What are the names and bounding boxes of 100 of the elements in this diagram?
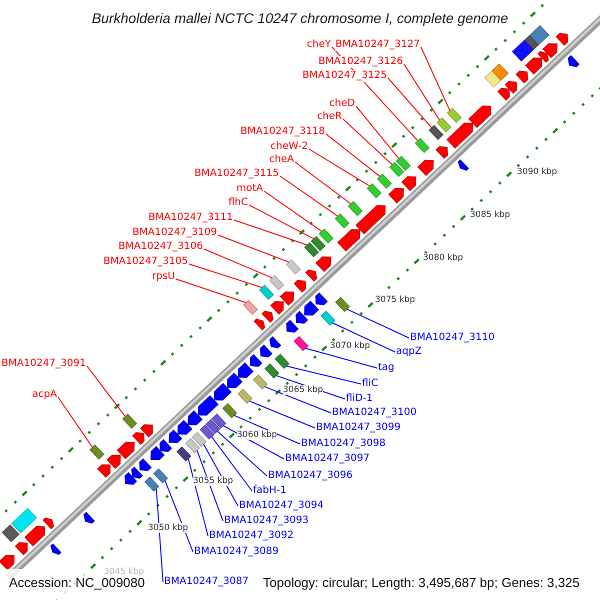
leader-line: [264, 386, 332, 414]
gene-block: [389, 162, 404, 178]
leader-line: [176, 278, 247, 304]
leader-line: [404, 64, 440, 121]
gene-label: BMA10247_3093: [224, 515, 309, 527]
leader-line: [204, 248, 273, 278]
gene-label: BMA10247_3125: [302, 70, 387, 82]
scale-label: 3050 kbp: [148, 523, 188, 533]
gene-block: [144, 476, 160, 492]
leader-line: [326, 134, 380, 177]
gene-label: BMA10247_3087: [164, 576, 249, 588]
leader-line: [388, 78, 432, 128]
gene-block: [222, 403, 238, 418]
gene-label: BMA10247_3115: [194, 168, 279, 180]
leader-line: [211, 436, 252, 492]
leader-line: [280, 176, 338, 217]
leader-line: [308, 148, 370, 187]
scale-label: 3060 kbp: [237, 430, 278, 440]
leader-line: [196, 450, 224, 522]
scale-label: 3080 kbp: [423, 253, 464, 263]
gene-block: [90, 444, 104, 460]
scale-label: 3085 kbp: [470, 210, 510, 220]
leader-line: [332, 322, 396, 352]
gene-label: BMA10247_3106: [118, 241, 203, 253]
gene-block: [185, 438, 200, 454]
leader-line: [264, 190, 322, 232]
gene-label: rpsU: [152, 271, 175, 283]
gene-block: [259, 284, 274, 300]
scale-label: 3090 kbp: [517, 167, 558, 177]
gene-block: [376, 174, 392, 189]
scale-label: 3055 kbp: [193, 476, 234, 486]
leader-line: [346, 308, 410, 338]
leader-line: [420, 46, 450, 112]
gene-block: [176, 446, 192, 462]
leader-line: [218, 234, 290, 263]
leader-line: [188, 458, 208, 536]
gene-label: BMA10247_3111: [148, 212, 233, 224]
leader-line: [294, 162, 352, 204]
map-title: Burkholderia mallei NCTC 10247 chromosome I, complete genome: [90, 9, 510, 27]
gene-label: BMA10247_3092: [209, 530, 294, 542]
gene-block: [153, 468, 168, 484]
leader-line: [188, 264, 263, 288]
gene-label: BMA10247_3127: [335, 39, 420, 51]
gene-label: BMA10247_3100: [332, 407, 417, 419]
leader-line: [234, 414, 300, 444]
gene-label: BMA10247_3097: [285, 453, 370, 465]
leader-line: [356, 106, 400, 160]
leader-line: [86, 366, 126, 417]
gene-label: BMA10247_3099: [316, 422, 401, 434]
gene-block: [396, 156, 411, 171]
gene-block: [436, 117, 452, 132]
gene-block: [366, 183, 382, 198]
leader-line: [216, 430, 268, 476]
accession-text: Accession: NC_009080: [9, 575, 145, 591]
gene-label: aqpZ: [396, 346, 422, 358]
gene-block: [206, 418, 220, 434]
gene-block: [252, 374, 268, 390]
gene-block: [269, 275, 284, 290]
gene-label: BMA10247_3110: [410, 332, 495, 344]
leader-line: [305, 348, 378, 368]
scale-label: 3075 kbp: [375, 295, 416, 305]
scale-label: 3065 kbp: [283, 385, 324, 395]
gene-block: [524, 34, 540, 50]
gene-block: [294, 336, 308, 352]
gene-label: BMA10247_3105: [103, 256, 188, 268]
gene-block: [512, 40, 534, 62]
leader-line: [248, 204, 314, 240]
leader-line: [58, 396, 93, 448]
scale-label: 3070 kbp: [330, 341, 370, 351]
gene-label: tag: [378, 362, 394, 374]
gene-block: [211, 413, 226, 429]
leader-line: [286, 366, 362, 384]
genome-stats-text: Topology: circular; Length: 3,495,687 bp; Genes: 3,325: [263, 575, 580, 591]
gene-label: BMA10247_3109: [132, 227, 217, 239]
gene-block: [318, 228, 334, 244]
gene-block: [238, 388, 252, 404]
gene-block: [484, 70, 502, 88]
gene-label: BMA10247_3098: [301, 438, 386, 450]
leader-line: [342, 118, 393, 166]
gene-label: BMA10247_3089: [194, 546, 279, 558]
gene-label: BMA10247_3126: [318, 56, 403, 68]
gene-block: [200, 424, 215, 440]
gene-label: acpA: [32, 389, 57, 401]
leader-line: [156, 488, 164, 582]
leader-line: [248, 400, 316, 428]
gene-label: BMA10247_3096: [268, 470, 353, 482]
gene-block: [122, 414, 138, 429]
gene-block: [428, 124, 444, 140]
gene-label: BMA10247_3094: [239, 500, 324, 512]
gene-label: BMA10247_3118: [240, 126, 325, 138]
scale-label: 3045 kbp: [104, 567, 144, 577]
gene-block: [310, 236, 326, 252]
gene-block: [320, 310, 336, 326]
gene-block: [348, 201, 363, 216]
gene-block: [304, 242, 320, 258]
gene-label: BMA10247_3091: [1, 358, 86, 370]
gene-block: [192, 432, 207, 448]
leader-line: [234, 220, 308, 246]
gene-block: [264, 363, 280, 378]
gene-block: [274, 354, 290, 369]
